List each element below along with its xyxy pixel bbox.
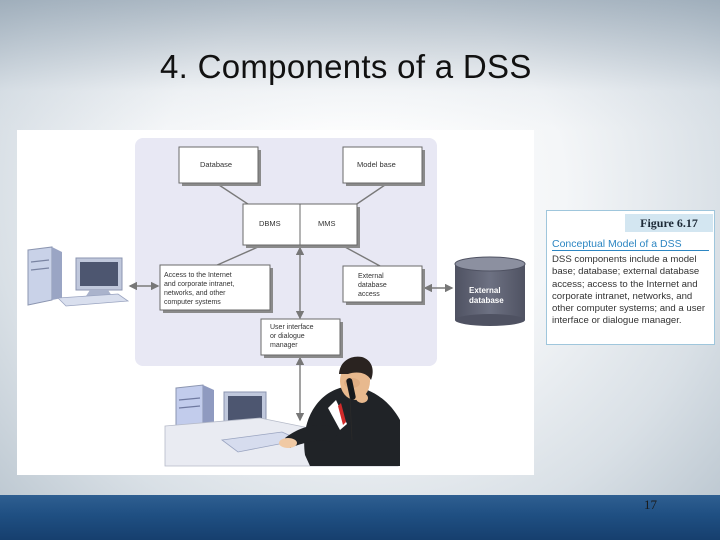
external-database-cylinder: External database <box>455 257 525 326</box>
ui-line-2: or dialogue <box>270 333 305 340</box>
box-mms-label: MMS <box>318 219 336 228</box>
box-model-base: Model base <box>343 147 425 186</box>
external-access-line-1: External <box>358 273 384 280</box>
box-dbms-label: DBMS <box>259 219 281 228</box>
external-access-line-3: access <box>358 291 380 298</box>
caption-title: Conceptual Model of a DSS <box>552 238 682 250</box>
external-database-line-2: database <box>469 296 504 305</box>
box-database: Database <box>179 147 261 186</box>
box-model-base-label: Model base <box>357 160 396 169</box>
external-access-line-2: database <box>358 282 387 289</box>
computer-icon <box>28 247 128 306</box>
figure-caption: Figure 6.17 Conceptual Model of a DSS DS… <box>546 210 715 345</box>
figure-label: Figure 6.17 <box>625 214 713 232</box>
access-line-3: networks, and other <box>164 290 226 297</box>
external-database-line-1: External <box>469 286 501 295</box>
box-dbms-mms: DBMS MMS <box>243 204 360 248</box>
box-access-networks: Access to the Internet and corporate int… <box>160 265 273 313</box>
box-external-access: External database access <box>343 266 425 305</box>
box-database-label: Database <box>200 160 232 169</box>
box-user-interface: User interface or dialogue manager <box>261 319 343 358</box>
page-number: 17 <box>644 497 657 513</box>
access-line-1: Access to the Internet <box>164 272 232 279</box>
access-line-2: and corporate intranet, <box>164 281 234 288</box>
ui-line-1: User interface <box>270 324 314 331</box>
access-line-4: computer systems <box>164 299 221 306</box>
ui-line-3: manager <box>270 342 298 349</box>
caption-body: DSS components include a model base; dat… <box>552 254 712 328</box>
footer-band <box>0 495 720 540</box>
svg-text:External database: External database <box>469 286 504 305</box>
caption-divider <box>552 250 709 251</box>
